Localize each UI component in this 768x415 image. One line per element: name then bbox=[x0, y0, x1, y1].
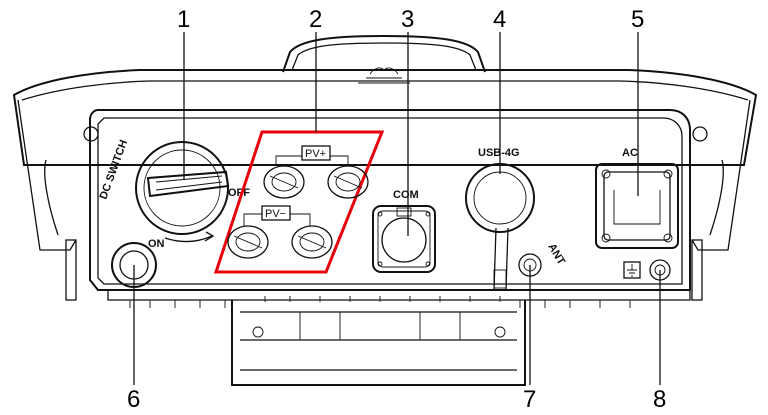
callout-5: 5 bbox=[631, 6, 644, 33]
callout-3: 3 bbox=[401, 6, 414, 33]
ac-label: AC bbox=[622, 147, 638, 159]
leader-lines bbox=[133, 32, 661, 385]
callout-2: 2 bbox=[309, 6, 322, 33]
callout-4: 4 bbox=[493, 6, 506, 33]
com-port: COM bbox=[372, 189, 436, 273]
usb-4g-label: USB-4G bbox=[478, 147, 520, 159]
enclosure bbox=[12, 34, 758, 386]
pv-minus-connector-1 bbox=[227, 225, 269, 259]
callout-7: 7 bbox=[523, 386, 536, 413]
callout-1: 1 bbox=[177, 6, 190, 33]
ant-label: ANT bbox=[545, 242, 567, 268]
antenna-port: ANT bbox=[518, 242, 567, 277]
ground-symbol-icon bbox=[627, 264, 637, 277]
callout-6: 6 bbox=[127, 386, 140, 413]
dc-switch-label: DC SWITCH bbox=[98, 138, 131, 201]
ac-terminal: AC bbox=[595, 147, 679, 249]
pv-plus-connector-2 bbox=[327, 165, 369, 199]
on-label: ON bbox=[148, 238, 165, 250]
callout-8: 8 bbox=[653, 386, 666, 413]
pv-plus-label: PV+ bbox=[305, 148, 326, 160]
pv-minus-connector-2 bbox=[291, 225, 333, 259]
ground-point bbox=[623, 259, 671, 281]
com-label: COM bbox=[393, 189, 419, 201]
pv-plus-connector-1 bbox=[263, 165, 305, 199]
dc-switch-knob-icon bbox=[146, 170, 230, 198]
brand-logo bbox=[358, 67, 410, 84]
callout-numbers: 1 2 3 4 5 6 7 8 bbox=[127, 6, 666, 413]
pv-terminals-group: PV+ PV− bbox=[213, 130, 385, 274]
off-label: OFF bbox=[228, 187, 250, 199]
pv-minus-label: PV− bbox=[265, 208, 286, 220]
